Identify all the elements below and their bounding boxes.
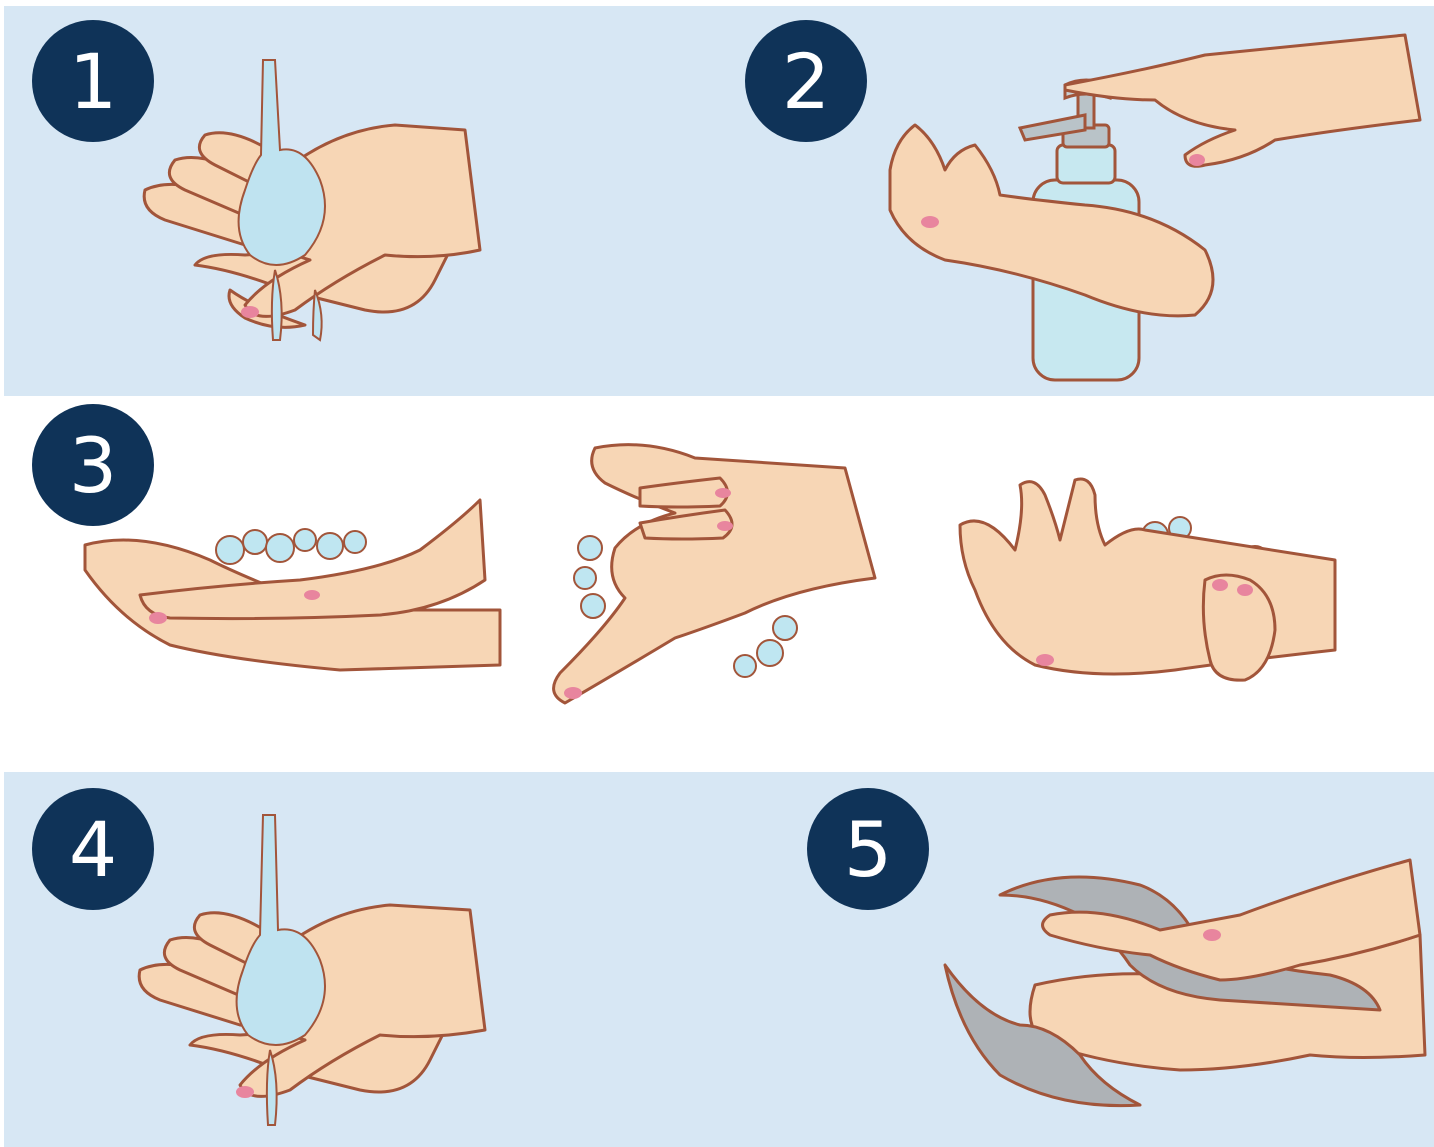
step-5-badge: 5 <box>807 788 929 910</box>
soap-pump-dispenser-icon <box>885 30 1425 390</box>
thumb-rubbing-lathering-icon <box>955 470 1340 685</box>
step-2-badge: 2 <box>745 20 867 142</box>
drying-hands-with-towel-icon <box>940 855 1430 1115</box>
interlaced-fingers-lathering-icon <box>545 438 875 713</box>
hands-under-running-water-icon <box>135 40 495 370</box>
palm-to-palm-lathering-icon <box>80 500 510 685</box>
hands-rinsing-under-water-icon <box>130 815 500 1145</box>
